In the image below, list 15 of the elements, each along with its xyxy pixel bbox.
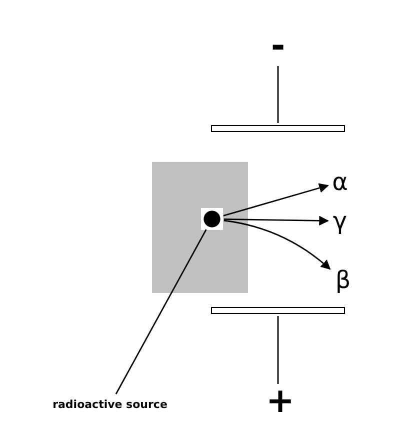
gamma-label: γ [330,207,350,235]
source-block [152,162,248,293]
alpha-label: α [330,168,350,196]
bottom-plate [211,307,345,314]
minus-sign: - [268,28,288,64]
beta-label: β [332,266,354,296]
arrow [224,220,331,270]
leader-line [115,229,207,394]
plus-sign: + [266,386,290,416]
wire [277,66,279,123]
source-caption: radioactive source [40,396,180,414]
wire [277,316,279,384]
arrow [223,183,329,216]
top-plate [211,125,345,132]
arrow [224,216,329,226]
